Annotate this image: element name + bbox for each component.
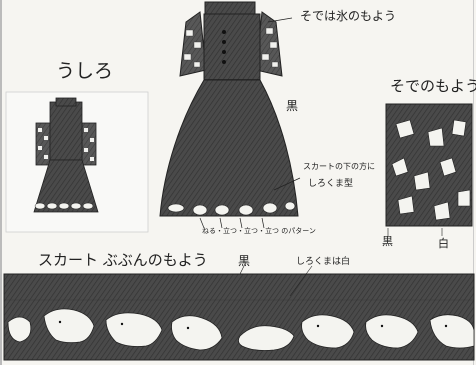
hem-note-line1: スカートの下の方に [303,162,375,171]
annotation-lines [199,17,301,229]
skirt-pattern-band [3,261,475,361]
back-view-dress [33,97,99,213]
left-paper-edge [0,0,2,365]
black-label-dress: 黒 [286,99,299,113]
black-label-swatch: 黒 [382,235,393,248]
front-view-dress [159,1,299,217]
hem-note-line2: しろくま型 [308,179,354,189]
white-label-swatch: 白 [438,237,449,250]
back-view-label: うしろ [56,60,114,82]
black-label-skirt: 黒 [238,254,251,268]
bear-pattern-note: ねる・立つ・立つ・立つ のパターン [202,227,316,235]
sleeve-pattern-swatch [385,103,473,236]
sleeve-pattern-label: そでのもよう [390,77,476,95]
sleeve-note-label: そでは氷のもよう [300,9,397,23]
bear-white-note: しろくまは白 [296,257,351,267]
right-paper-edge [473,0,474,365]
skirt-pattern-label: スカート ぶぶんのもよう [38,251,208,269]
